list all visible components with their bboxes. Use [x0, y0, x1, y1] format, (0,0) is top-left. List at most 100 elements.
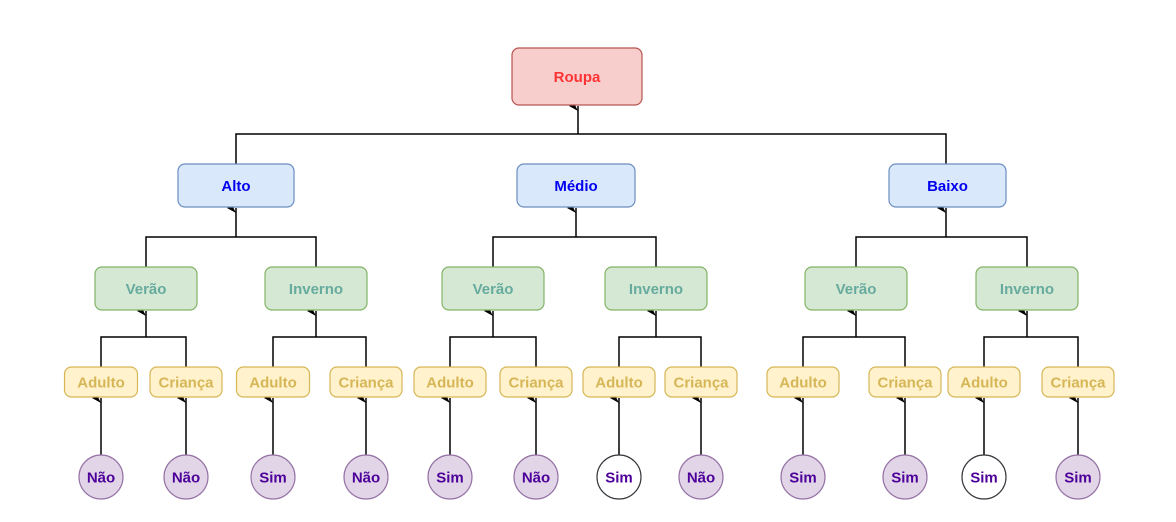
- leaf-circle: [343, 454, 389, 500]
- level2-node-5-label: Inverno: [1000, 281, 1054, 298]
- level3-node-10-label: Adulto: [960, 374, 1007, 391]
- level2-node-0: Verão: [94, 266, 198, 311]
- leaf-node-1: Não: [163, 454, 209, 500]
- level3-node-2-box: [235, 366, 311, 398]
- leaf-node-4: Sim: [427, 454, 473, 500]
- level2-node-1-box: [264, 266, 368, 311]
- level3-node-1-box: [149, 366, 223, 398]
- level3-node-9-label: Criança: [877, 374, 933, 391]
- level3-node-4: Adulto: [413, 366, 487, 398]
- level2-node-5: Inverno: [975, 266, 1079, 311]
- level2-node-0-label: Verão: [126, 281, 167, 298]
- level3-node-0-box: [63, 366, 139, 398]
- level3-node-1-label: Criança: [158, 374, 214, 391]
- leaf-circle: [1055, 454, 1101, 500]
- level3-node-5: Criança: [499, 366, 573, 398]
- level3-node-9: Criança: [868, 366, 942, 398]
- leaf-label: Sim: [891, 470, 919, 487]
- root-node-roupa-label: Roupa: [554, 69, 601, 86]
- leaf-label: Não: [687, 470, 715, 487]
- level3-node-5-label: Criança: [508, 374, 564, 391]
- level3-node-3: Criança: [329, 366, 403, 398]
- leaf-label: Sim: [259, 470, 287, 487]
- level3-node-2: Adulto: [235, 366, 311, 398]
- level2-node-2-box: [441, 266, 545, 311]
- level1-node-2: Baixo: [888, 163, 1007, 208]
- leaf-node-5: Não: [513, 454, 559, 500]
- leaf-circle: [250, 454, 296, 500]
- level3-node-11-box: [1041, 366, 1115, 398]
- leaf-circle: [596, 454, 642, 500]
- level1-node-2-label: Baixo: [927, 178, 968, 195]
- level3-node-11-label: Criança: [1050, 374, 1106, 391]
- leaf-label: Sim: [605, 470, 633, 487]
- level3-node-9-box: [868, 366, 942, 398]
- node-layer: RoupaAltoVerãoAdultoNãoCriançaNãoInverno…: [63, 47, 1115, 500]
- root-node-roupa-box: [511, 47, 643, 106]
- level1-node-1: Médio: [516, 163, 636, 208]
- connector-layer: [92, 101, 1079, 455]
- leaf-circle: [78, 454, 124, 500]
- level3-node-7-label: Criança: [673, 374, 729, 391]
- leaf-label: Sim: [436, 470, 464, 487]
- leaf-node-9: Sim: [882, 454, 928, 500]
- level3-node-3-label: Criança: [338, 374, 394, 391]
- leaf-label: Não: [352, 470, 380, 487]
- root-node-roupa: Roupa: [511, 47, 643, 106]
- level3-node-8-box: [766, 366, 840, 398]
- level3-node-6: Adulto: [582, 366, 656, 398]
- level2-node-3-box: [604, 266, 708, 311]
- leaf-node-2: Sim: [250, 454, 296, 500]
- level3-node-10: Adulto: [947, 366, 1021, 398]
- level3-node-5-box: [499, 366, 573, 398]
- level2-node-4-box: [804, 266, 908, 311]
- leaf-node-3: Não: [343, 454, 389, 500]
- leaf-circle: [882, 454, 928, 500]
- level3-node-0-label: Adulto: [77, 374, 124, 391]
- level2-node-3: Inverno: [604, 266, 708, 311]
- connector: [272, 306, 367, 367]
- connector: [492, 203, 657, 267]
- level3-node-8-label: Adulto: [779, 374, 826, 391]
- level2-node-2: Verão: [441, 266, 545, 311]
- leaf-node-11: Sim: [1055, 454, 1101, 500]
- level1-node-0-box: [177, 163, 295, 208]
- leaf-circle: [678, 454, 724, 500]
- level1-node-2-box: [888, 163, 1007, 208]
- leaf-circle: [427, 454, 473, 500]
- level3-node-7: Criança: [664, 366, 738, 398]
- level3-node-11: Criança: [1041, 366, 1115, 398]
- leaf-label: Sim: [1064, 470, 1092, 487]
- connector: [983, 306, 1079, 367]
- level3-node-1: Criança: [149, 366, 223, 398]
- level2-node-2-label: Verão: [473, 281, 514, 298]
- leaf-circle: [780, 454, 826, 500]
- level2-node-4: Verão: [804, 266, 908, 311]
- connector: [802, 306, 906, 367]
- level3-node-0: Adulto: [63, 366, 139, 398]
- level3-node-10-box: [947, 366, 1021, 398]
- level3-node-7-box: [664, 366, 738, 398]
- connector: [235, 101, 947, 164]
- level2-node-0-box: [94, 266, 198, 311]
- level3-node-6-box: [582, 366, 656, 398]
- level3-node-4-box: [413, 366, 487, 398]
- leaf-circle: [961, 454, 1007, 500]
- leaf-node-10: Sim: [961, 454, 1007, 500]
- connector: [145, 203, 317, 267]
- level1-node-1-label: Médio: [554, 178, 597, 195]
- leaf-node-6: Sim: [596, 454, 642, 500]
- level2-node-5-box: [975, 266, 1079, 311]
- leaf-label: Sim: [789, 470, 817, 487]
- leaf-circle: [513, 454, 559, 500]
- leaf-circle: [163, 454, 209, 500]
- level3-node-6-label: Adulto: [595, 374, 642, 391]
- level2-node-1: Inverno: [264, 266, 368, 311]
- connector: [100, 306, 187, 367]
- level3-node-8: Adulto: [766, 366, 840, 398]
- connector: [855, 203, 1028, 267]
- leaf-node-8: Sim: [780, 454, 826, 500]
- leaf-label: Não: [87, 470, 115, 487]
- connector: [618, 306, 702, 367]
